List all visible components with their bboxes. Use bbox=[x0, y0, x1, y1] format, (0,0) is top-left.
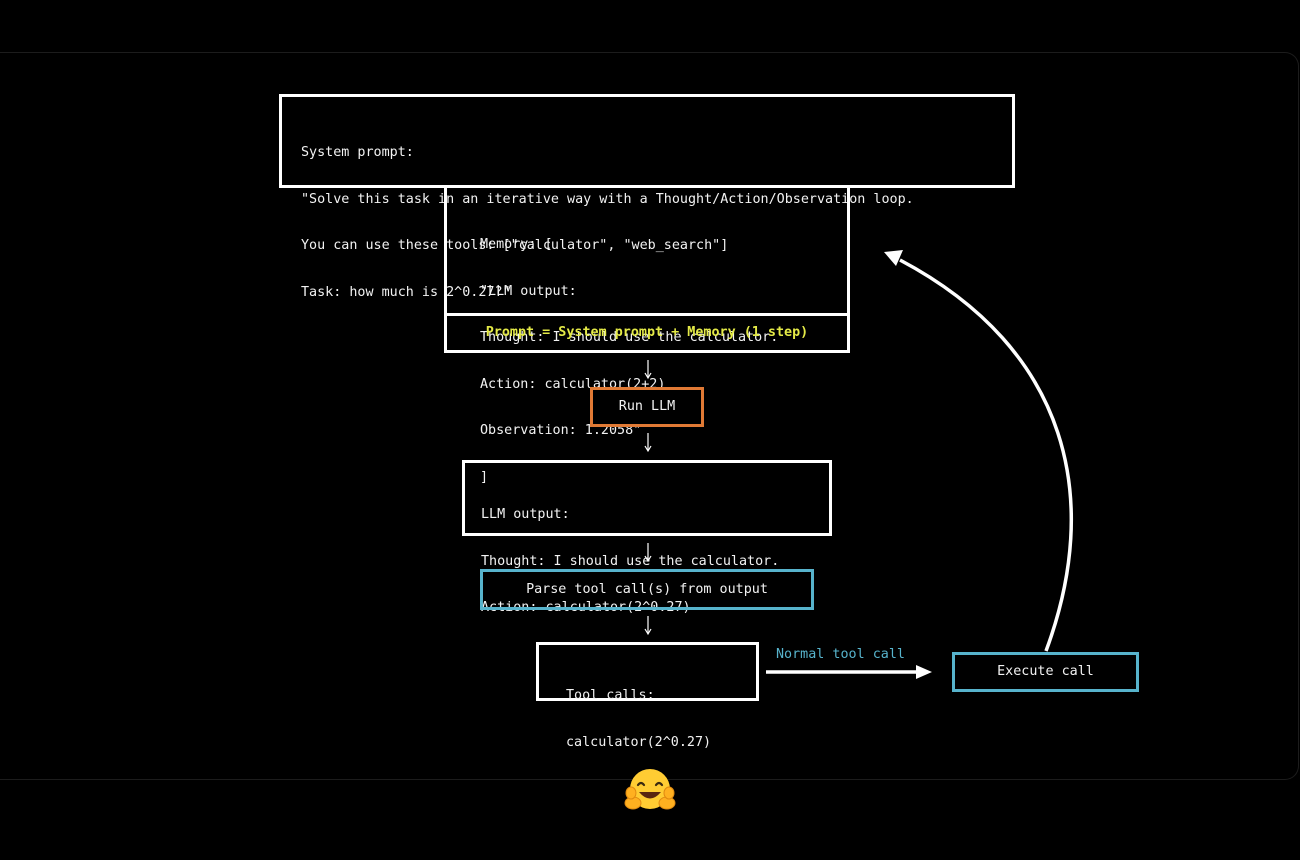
prompt-formula-text: Prompt = System prompt + Memory (1 step) bbox=[485, 325, 809, 341]
hugging-face-emoji-icon bbox=[624, 769, 676, 810]
tool-calls-line-2: calculator(2^0.27) bbox=[566, 734, 712, 750]
arrow-down-icon bbox=[644, 543, 652, 563]
system-prompt-line-2: "Solve this task in an iterative way wit… bbox=[301, 191, 914, 207]
normal-tool-call-label: Normal tool call bbox=[776, 647, 905, 662]
prompt-formula-box: Prompt = System prompt + Memory (1 step) bbox=[444, 313, 850, 353]
arrow-down-icon bbox=[644, 360, 652, 380]
run-llm-box: Run LLM bbox=[590, 387, 704, 427]
memory-line-2: "LLM output: bbox=[480, 283, 577, 299]
memory-line-6: ] bbox=[480, 469, 489, 485]
system-prompt-box: System prompt: "Solve this task in an it… bbox=[279, 94, 1015, 300]
execute-call-box: Execute call bbox=[952, 652, 1139, 692]
memory-line-1: Memory: [ bbox=[480, 237, 553, 252]
arrow-down-icon bbox=[644, 616, 652, 636]
tool-calls-line-1: Tool calls: bbox=[566, 688, 655, 703]
arrow-down-icon bbox=[644, 433, 652, 453]
tool-calls-box: Tool calls: calculator(2^0.27) bbox=[536, 642, 759, 750]
llm-output-line-2: Thought: I should use the calculator. bbox=[481, 553, 780, 569]
arrow-right-icon bbox=[766, 665, 932, 679]
parse-tool-calls-text: Parse tool call(s) from output bbox=[526, 581, 768, 597]
system-prompt-line-4: Task: how much is 2^0.27?" bbox=[301, 284, 511, 300]
diagram-canvas bbox=[0, 52, 1299, 780]
system-prompt-line-3: You can use these tools: ["calculator", … bbox=[301, 238, 729, 253]
execute-call-text: Execute call bbox=[997, 664, 1094, 680]
llm-output-line-1: LLM output: bbox=[481, 507, 570, 522]
parse-tool-calls-box: Parse tool call(s) from output bbox=[480, 569, 814, 610]
loop-back-arrow-icon bbox=[884, 250, 1074, 652]
memory-box: Memory: [ "LLM output: Thought: I should… bbox=[444, 185, 850, 485]
memory-line-3: Thought: I should use the calculator. bbox=[480, 330, 779, 345]
llm-output-box: LLM output: Thought: I should use the ca… bbox=[462, 460, 832, 615]
run-llm-text: Run LLM bbox=[618, 399, 676, 415]
system-prompt-line-1: System prompt: bbox=[301, 145, 414, 160]
